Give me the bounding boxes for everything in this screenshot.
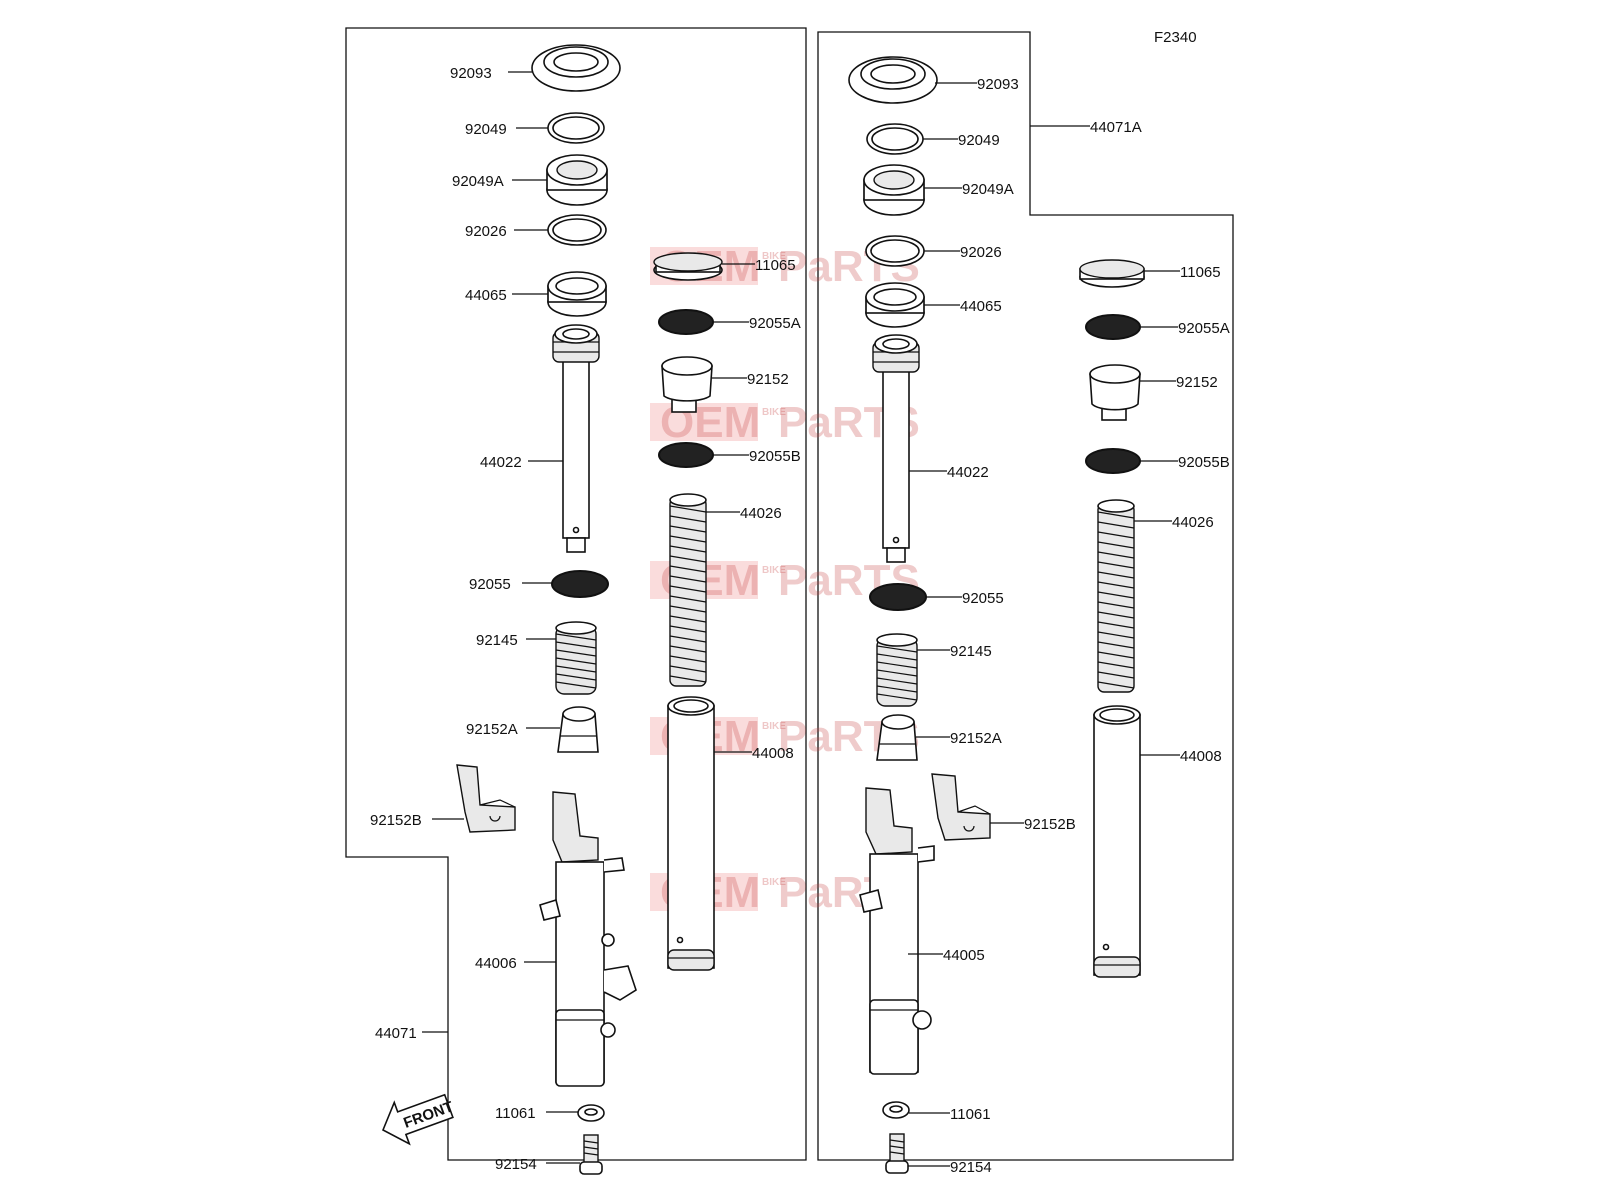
part-92049-left [547,112,605,144]
part-44006-left [539,791,637,1087]
label-92154-right: 92154 [950,1159,992,1176]
label-92055B-left: 92055B [749,448,801,465]
label-44006-left: 44006 [475,955,517,972]
label-92154-left: 92154 [495,1156,537,1173]
label-11065-right: 11065 [1180,264,1221,281]
label-11065-left: 11065 [755,257,796,274]
part-11061-left [577,1104,605,1122]
svg-text:BIKE: BIKE [762,565,786,576]
label-11061-left: 11061 [495,1105,536,1122]
label-92049A-left: 92049A [452,173,504,190]
label-92093-left: 92093 [450,65,492,82]
part-92152B-right [931,773,991,841]
part-11061-right [882,1101,910,1119]
part-92152-right [1089,364,1141,421]
label-44065-right: 44065 [960,298,1002,315]
part-92152A-right [876,714,918,761]
right-assembly-frame [817,31,1234,1161]
label-92152B-right: 92152B [1024,816,1076,833]
part-92026-right [865,235,925,267]
label-92055-left: 92055 [469,576,511,593]
label-44008-left: 44008 [752,745,794,762]
part-92145-left [555,621,597,695]
part-92049A-left [546,154,608,206]
part-44008-right [1093,705,1141,978]
front-arrow-icon: FRONT [381,1093,456,1146]
label-92049-right: 92049 [958,132,1000,149]
part-44022-right [872,334,920,563]
part-92055-right [869,583,927,611]
label-44026-right: 44026 [1172,514,1214,531]
label-92152-left: 92152 [747,371,789,388]
label-44026-left: 44026 [740,505,782,522]
label-92055B-right: 92055B [1178,454,1230,471]
part-44005-right [859,787,935,1075]
svg-text:BIKE: BIKE [762,251,786,262]
part-44026-left [669,493,707,687]
part-44065-right [865,282,925,328]
label-92026-left: 92026 [465,223,507,240]
label-92026-right: 92026 [960,244,1002,261]
svg-text:BIKE: BIKE [762,407,786,418]
part-11065-right [1079,259,1145,288]
part-92093-left [531,44,621,92]
part-92049A-right [863,164,925,216]
part-92055A-left [658,309,714,335]
label-92055-right: 92055 [962,590,1004,607]
label-92152A-right: 92152A [950,730,1002,747]
part-92152-left [661,356,713,413]
label-44022-left: 44022 [480,454,522,471]
label-44071A: 44071A [1090,119,1142,136]
label-92152B-left: 92152B [370,812,422,829]
label-92055A-left: 92055A [749,315,801,332]
part-92055B-left [658,442,714,468]
part-92154-left [579,1134,603,1175]
label-44008-right: 44008 [1180,748,1222,765]
part-92026-left [547,214,607,246]
part-92145-right [876,633,918,707]
label-11061-right: 11061 [950,1106,991,1123]
label-44065-left: 44065 [465,287,507,304]
part-92152B-left [456,764,516,833]
figure-code: F2340 [1154,29,1197,46]
part-44008-left [667,696,715,971]
label-92145-right: 92145 [950,643,992,660]
part-92055A-right [1085,314,1141,340]
part-92154-right [885,1133,909,1174]
label-92055A-right: 92055A [1178,320,1230,337]
label-92093-right: 92093 [977,76,1019,93]
part-92152A-left [557,706,599,753]
label-92049A-right: 92049A [962,181,1014,198]
left-assembly-frame [345,27,807,1161]
part-44022-left [552,324,600,553]
part-44026-right [1097,499,1135,693]
label-92152A-left: 92152A [466,721,518,738]
label-44071: 44071 [375,1025,417,1042]
part-92049-right [866,123,924,155]
label-92049-left: 92049 [465,121,507,138]
part-92055-left [551,570,609,598]
part-11065-left [653,252,723,281]
label-44005-right: 44005 [943,947,985,964]
svg-text:BIKE: BIKE [762,721,786,732]
part-92055B-right [1085,448,1141,474]
part-92093-right [848,56,938,104]
part-44065-left [547,271,607,317]
label-92145-left: 92145 [476,632,518,649]
label-92152-right: 92152 [1176,374,1218,391]
svg-text:BIKE: BIKE [762,877,786,888]
label-44022-right: 44022 [947,464,989,481]
